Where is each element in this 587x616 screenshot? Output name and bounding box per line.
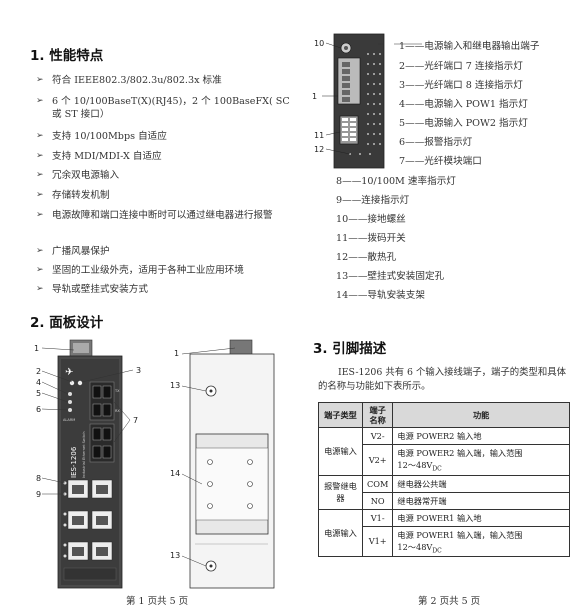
callout-9: 9 (36, 490, 41, 499)
pin-type: 电源输入 (318, 508, 363, 558)
legend-item: 7——光纤模块端口 (399, 156, 482, 167)
bullet-arrow-icon: ➢ (36, 265, 44, 275)
bullet-arrow-icon: ➢ (36, 75, 44, 85)
top-callout-11: 11 (314, 131, 324, 140)
feature-item: 符合 IEEE802.3/802.3u/802.3x 标准 (52, 75, 222, 86)
pins-intro: IES-1206 共有 6 个输入接线端子，端子的类型和具体的名称与功能如下表所… (318, 367, 566, 392)
table-header: 功能 (392, 402, 570, 428)
features-heading: 1. 性能特点 (30, 48, 104, 64)
callout-1: 1 (34, 344, 39, 353)
pins-table: 端子类型 端子名称 功能 电源输入 V2- 电源 POWER2 输入地 V2+ … (318, 402, 570, 558)
legend-item: 4——电源输入 POW1 指示灯 (399, 99, 528, 110)
back-callout-13-top: 13 (170, 381, 180, 390)
pin-type: 报警继电器 (318, 474, 363, 510)
feature-item: 电源故障和端口连接中断时可以通过继电器进行报警 (52, 210, 273, 221)
svg-text:✈: ✈ (65, 367, 73, 378)
feature-item: 坚固的工业级外壳，适用于各种工业应用环境 (52, 265, 244, 276)
feature-item: 冗余双电源输入 (52, 170, 120, 181)
callout-3: 3 (136, 366, 141, 375)
pin-type: 电源输入 (318, 427, 363, 476)
back-callout-1: 1 (174, 349, 179, 358)
bullet-arrow-icon: ➢ (36, 210, 44, 220)
legend-item: 10——接地螺丝 (336, 214, 406, 225)
legend-leaders (378, 43, 422, 45)
panel-diagram: ✈ ALARM TX RX IES-1206 Industrial Ethern… (34, 339, 275, 589)
page-footer-left: 第 1 页共 5 页 (126, 596, 189, 607)
legend-item: 3——光纤端口 8 连接指示灯 (399, 80, 523, 91)
pin-name: V2- (361, 427, 394, 445)
bullet-arrow-icon: ➢ (36, 131, 44, 141)
pin-name: NO (361, 491, 394, 510)
table-header-row: 端子类型 端子名称 功能 (318, 402, 570, 428)
front-brand: IES-1206 (70, 446, 78, 478)
legend-item: 5——电源输入 POW2 指示灯 (399, 118, 528, 129)
top-callout-1: 1 (312, 92, 317, 101)
legend-item: 11——拨码开关 (336, 233, 406, 244)
top-callout-12: 12 (314, 145, 324, 154)
bullet-arrow-icon: ➢ (36, 246, 44, 256)
feature-item: 广播风暴保护 (52, 246, 110, 257)
pin-name: COM (361, 474, 394, 493)
bullet-arrow-icon: ➢ (36, 96, 44, 106)
bullet-arrow-icon: ➢ (36, 284, 44, 294)
table-header: 端子名称 (361, 402, 394, 428)
back-callout-14: 14 (170, 469, 180, 478)
callout-7: 7 (133, 416, 138, 425)
table-row: 电源输入 V2- 电源 POWER2 输入地 (318, 427, 570, 476)
pin-func: 电源 POWER1 输入地 (392, 508, 570, 527)
feature-item: 导轨或壁挂式安装方式 (52, 284, 148, 295)
back-callout-13-bottom: 13 (170, 551, 180, 560)
legend-item: 2——光纤端口 7 连接指示灯 (399, 61, 523, 72)
pin-func: 继电器公共端 (392, 474, 570, 493)
pin-func: 继电器常开端 (392, 491, 570, 510)
pins-heading: 3. 引脚描述 (313, 341, 387, 357)
feature-item: 6 个 10/100BaseT(X)(RJ45)，2 个 100BaseFX( … (52, 96, 290, 120)
callout-2: 2 (36, 367, 41, 376)
legend-item: 8——10/100M 速率指示灯 (336, 176, 456, 187)
pin-func: 电源 POWER2 输入地 (392, 427, 570, 445)
back-view (189, 339, 275, 589)
callout-4: 4 (36, 378, 41, 387)
front-sub: Industrial Ethernet Switch (82, 431, 86, 478)
panel-heading: 2. 面板设计 (30, 315, 104, 331)
feature-item: 存储转发机制 (52, 190, 110, 201)
legend-item: 1——电源输入和继电器输出端子 (399, 41, 540, 52)
callout-5: 5 (36, 389, 41, 398)
pin-name: V1+ (361, 525, 394, 558)
top-callout-10: 10 (314, 39, 324, 48)
pin-name: V1- (361, 508, 394, 527)
top-view-diagram: 10 1 11 12 (312, 33, 385, 169)
table-row: 报警继电器 COM 继电器公共端 (318, 474, 570, 510)
front-view: ✈ ALARM TX RX IES-1206 Industrial Ethern… (57, 339, 123, 589)
callout-6: 6 (36, 405, 41, 414)
page-footer-right: 第 2 页共 5 页 (418, 596, 481, 607)
feature-item: 支持 10/100Mbps 自适应 (52, 131, 167, 142)
legend-item: 6——报警指示灯 (399, 137, 473, 148)
bullet-arrow-icon: ➢ (36, 170, 44, 180)
legend-item: 12——散热孔 (336, 252, 397, 263)
legend-item: 13——壁挂式安装固定孔 (336, 271, 445, 282)
table-header: 端子类型 (318, 402, 363, 428)
legend-item: 9——连接指示灯 (336, 195, 410, 206)
bullet-arrow-icon: ➢ (36, 151, 44, 161)
svg-text:RX: RX (115, 409, 120, 413)
svg-text:TX: TX (114, 389, 120, 393)
table-row: 电源输入 V1- 电源 POWER1 输入地 (318, 508, 570, 558)
svg-text:ALARM: ALARM (63, 418, 75, 422)
pin-name: V2+ (361, 444, 394, 476)
bullet-arrow-icon: ➢ (36, 190, 44, 200)
callout-8: 8 (36, 474, 41, 483)
feature-item: 支持 MDI/MDI-X 自适应 (52, 151, 162, 162)
legend-item: 14——导轨安装支架 (336, 290, 425, 301)
